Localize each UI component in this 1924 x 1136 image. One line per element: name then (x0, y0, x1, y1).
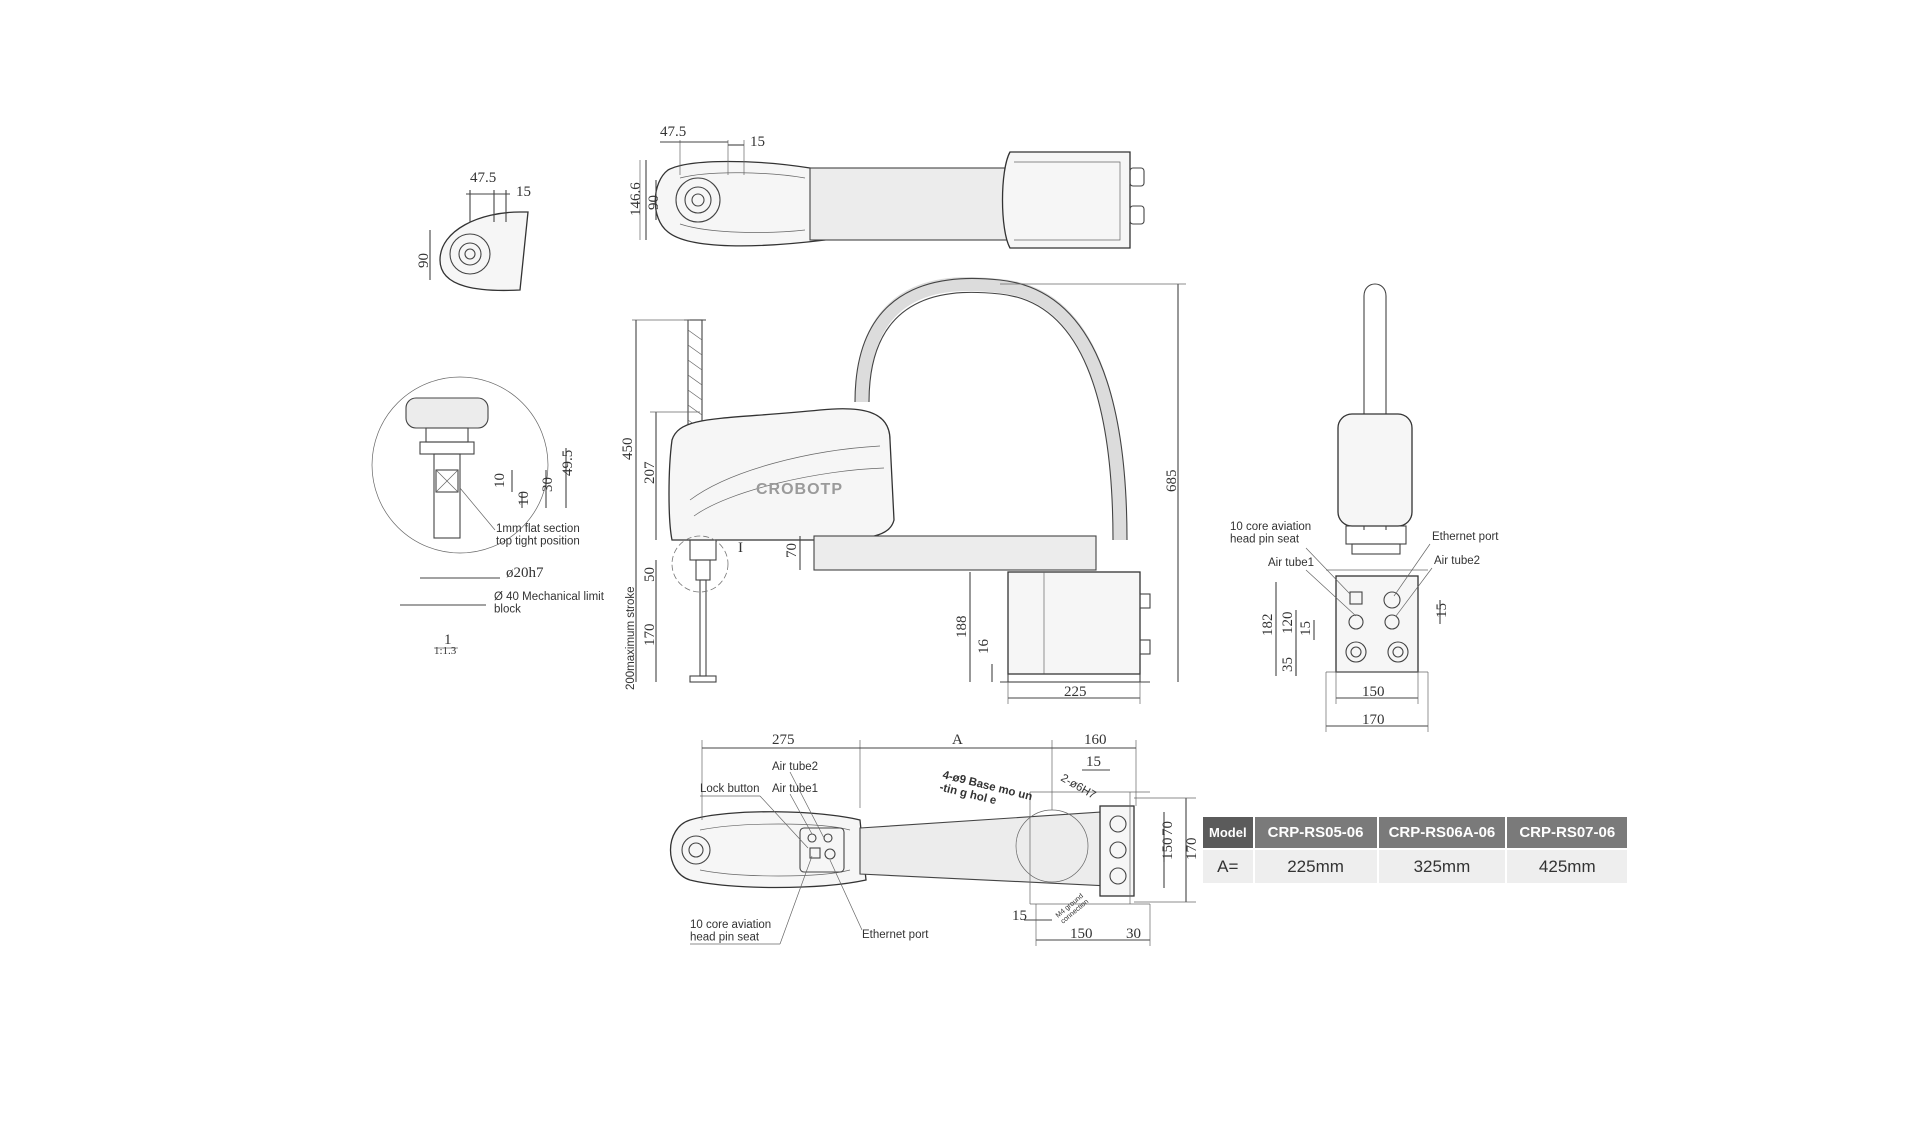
top-view-dim-47-5: 47.5 (660, 124, 686, 140)
detail-shaft-dim-30: 30 (540, 477, 556, 492)
model-table-row: A= 225mm 325mm 425mm (1203, 848, 1630, 883)
rear-view-dim-120: 120 (1280, 612, 1296, 635)
side-view-arm-body (668, 408, 895, 541)
side-view-dim-70: 70 (784, 543, 800, 558)
bottom-view-lock-button: Lock button (700, 783, 759, 795)
rear-view-dim-15b: 15 (1434, 603, 1450, 618)
top-view-forearm (654, 160, 826, 247)
side-view-dim-207: 207 (642, 461, 658, 484)
side-view-dim-170: 170 (642, 624, 658, 647)
detail-shaft-dim-10a: 10 (492, 473, 508, 488)
side-view-upper-arm (813, 535, 1097, 571)
rear-view-arm (1337, 413, 1413, 527)
detail-head-dim-15: 15 (516, 184, 531, 200)
rear-view-dim-170: 170 (1362, 712, 1385, 728)
side-view-cable (855, 277, 1127, 541)
side-view-dim-225: 225 (1064, 684, 1087, 700)
detail-head-dim-90: 90 (416, 253, 432, 268)
rear-view-dim-150: 150 (1362, 684, 1385, 700)
top-view-dim-146-6: 146.6 (628, 182, 644, 216)
side-view-dim-16: 16 (976, 639, 992, 655)
detail-shaft-dim-49-5: 49.5 (560, 450, 576, 476)
side-view-base (1007, 571, 1141, 675)
model-table-header-row: Model CRP-RS05-06 CRP-RS06A-06 CRP-RS07-… (1203, 817, 1630, 849)
bottom-view: 275 A 160 15 4-ø9 Base mo un-tin g hol e… (669, 732, 1200, 946)
rear-view-ethernet-note: Ethernet port (1432, 531, 1499, 543)
top-view-upper-arm (809, 167, 1021, 241)
rear-view-dim-182: 182 (1260, 614, 1276, 637)
model-table-value-1: 325mm (1377, 848, 1508, 883)
rear-view-air-tube2: Air tube2 (1434, 555, 1480, 567)
bottom-view-dim-30: 30 (1126, 926, 1141, 942)
bottom-view-ground-note: M4 groundconnection (1055, 892, 1090, 925)
model-table-model-1: CRP-RS06A-06 (1377, 817, 1508, 849)
bottom-view-dim-r170: 170 (1184, 838, 1200, 861)
top-view-dim-90: 90 (646, 195, 662, 210)
bottom-view-dim-r70: 70 (1160, 821, 1176, 836)
detail-head-view: 47.5 15 90 (416, 170, 531, 292)
top-view-dim-15: 15 (750, 134, 765, 150)
detail-dim-phi20: ø20h7 (506, 565, 544, 581)
detail-head-outline (439, 211, 529, 292)
side-view-dim-685: 685 (1164, 470, 1180, 493)
top-view-joint (675, 177, 721, 223)
detail-scale-den: 1:1.3 (434, 645, 457, 657)
side-view-dim-450: 450 (620, 438, 636, 461)
rear-view-dim-15a: 15 (1298, 621, 1314, 636)
bottom-view-pin-note: 2-ø6H7 (1059, 772, 1098, 802)
bottom-view-base (1099, 805, 1135, 897)
detail-shaft-dim-10b: 10 (516, 491, 532, 506)
bottom-view-air-tube2: Air tube2 (772, 761, 818, 773)
bottom-view-dim-15b: 15 (1012, 908, 1027, 924)
bottom-view-dim-150: 150 (1070, 926, 1093, 942)
side-view-logo: CROBOTP (756, 481, 843, 498)
model-table-model-0: CRP-RS05-06 (1253, 817, 1379, 849)
model-table-model-2: CRP-RS07-06 (1506, 817, 1630, 849)
detail-circle (371, 376, 549, 554)
bottom-view-base-note: 4-ø9 Base mo un-tin g hol e (938, 769, 1033, 815)
bottom-view-ethernet-note: Ethernet port (862, 929, 929, 941)
side-view: CROBOTP I 450 207 685 70 50 170 200maxim… (620, 277, 1186, 704)
bottom-view-dim-15a: 15 (1086, 754, 1101, 770)
model-table-header-label: Model (1203, 817, 1255, 849)
bottom-view-dim-r150: 150 (1160, 838, 1176, 861)
model-table-value-2: 425mm (1506, 848, 1630, 883)
bottom-view-dim-160: 160 (1084, 732, 1107, 748)
bottom-view-dim-a: A (952, 732, 963, 748)
bottom-view-upper-arm (859, 811, 1111, 887)
bottom-view-forearm (669, 811, 867, 889)
bottom-view-air-tube1: Air tube1 (772, 783, 818, 795)
bottom-view-dim-275: 275 (772, 732, 795, 748)
detail-head-dim-47-5: 47.5 (470, 170, 496, 186)
model-table-value-0: 225mm (1253, 848, 1379, 883)
model-table: Model CRP-RS05-06 CRP-RS06A-06 CRP-RS07-… (1203, 817, 1630, 883)
rear-view-air-tube1: Air tube1 (1268, 557, 1314, 569)
side-view-dim-50: 50 (642, 567, 658, 582)
detail-scale-num: 1 (444, 632, 452, 648)
side-view-stroke-note: 200maximum stroke (625, 586, 637, 690)
top-view: 47.5 15 146.6 90 (628, 124, 1145, 249)
model-table-row-label: A= (1203, 848, 1255, 883)
side-view-label-i: I (738, 540, 743, 556)
top-view-base (1001, 151, 1131, 249)
rear-view-dim-35: 35 (1280, 657, 1296, 672)
side-view-dim-188: 188 (954, 616, 970, 639)
